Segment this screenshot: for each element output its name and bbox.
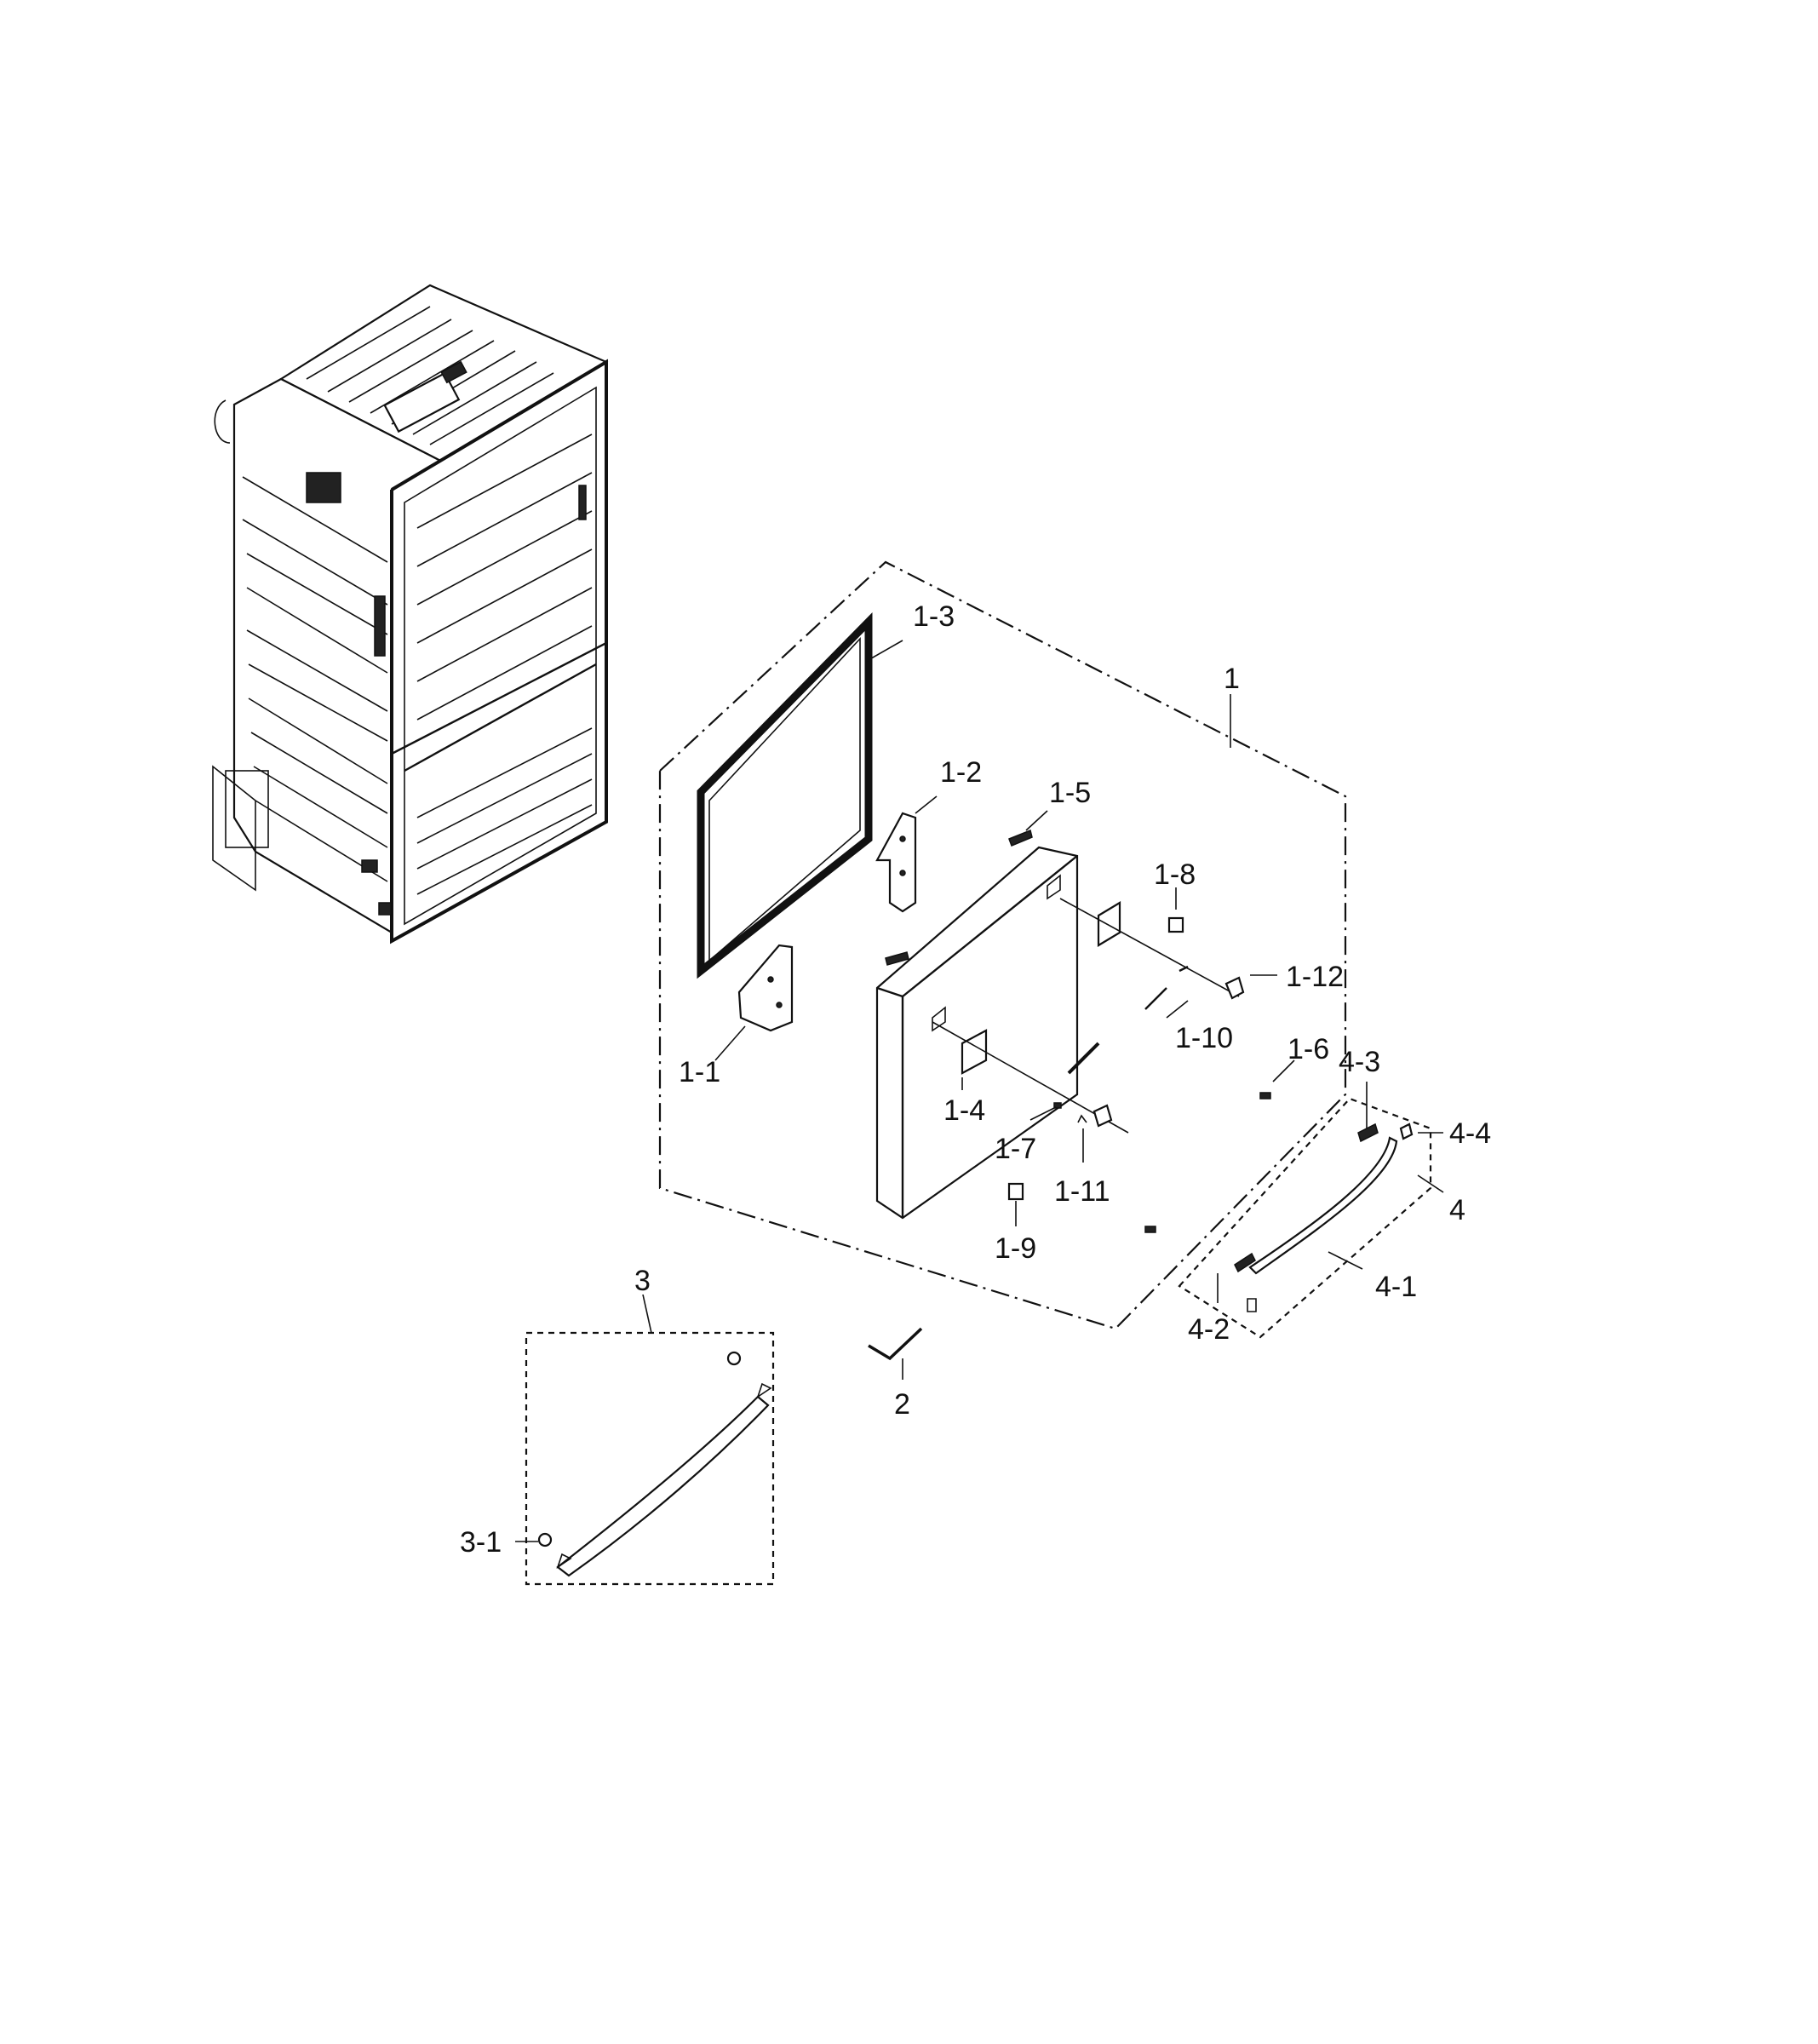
gasket-part-1-3 — [697, 612, 873, 979]
rod-part — [1067, 1042, 1100, 1075]
callout-4-1: 4-1 — [1375, 1271, 1417, 1303]
bracket-part-1-1 — [737, 944, 794, 1032]
cap-part-4-3 — [1357, 1122, 1379, 1143]
leader-lines — [515, 640, 1444, 1542]
callout-1-12: 1-12 — [1286, 961, 1344, 993]
callout-2: 2 — [894, 1388, 910, 1421]
assembly-1-boundary — [658, 560, 1347, 1330]
callout-1-5: 1-5 — [1049, 777, 1091, 809]
callout-1-11: 1-11 — [1054, 1175, 1110, 1208]
callout-1-3: 1-3 — [913, 600, 955, 633]
cap-part-4-2 — [1234, 1252, 1257, 1312]
bracket-part-1-2 — [875, 812, 917, 913]
callout-1-8: 1-8 — [1154, 858, 1196, 891]
hinge-part-1-5 — [1008, 829, 1033, 847]
screw-part-bottom — [1144, 1226, 1156, 1233]
pin-part-1-10 — [1144, 965, 1189, 1010]
callout-3: 3 — [634, 1265, 651, 1297]
hinge-part-left — [885, 951, 909, 966]
screw-part-3-1-top — [726, 1351, 742, 1366]
handle-part-3 — [556, 1382, 772, 1577]
assembly-4-boundary — [1178, 1097, 1432, 1339]
callout-1-10: 1-10 — [1175, 1022, 1233, 1054]
callout-4-2: 4-2 — [1188, 1313, 1230, 1346]
callout-1-6: 1-6 — [1288, 1033, 1329, 1065]
cap-part-1-9 — [1007, 1182, 1024, 1201]
callout-1-1: 1-1 — [679, 1056, 720, 1088]
clip-part-1-11 — [1077, 1104, 1113, 1128]
callout-1: 1 — [1224, 663, 1240, 695]
callout-1-4: 1-4 — [943, 1094, 985, 1127]
callout-4-4: 4-4 — [1449, 1117, 1491, 1150]
door-panel — [875, 846, 1079, 1220]
clip-part-4-4 — [1399, 1122, 1414, 1140]
assembly-3-boundary — [525, 1331, 775, 1586]
refrigerator-cabinet — [212, 284, 609, 944]
key-part-2 — [868, 1327, 923, 1361]
handle-part-4-1 — [1248, 1136, 1398, 1275]
clip-part-1-12 — [1224, 976, 1245, 1000]
cap-part-1-8 — [1167, 916, 1184, 933]
callout-1-9: 1-9 — [995, 1232, 1036, 1265]
callout-4-3: 4-3 — [1339, 1046, 1380, 1078]
callout-3-1: 3-1 — [460, 1526, 502, 1559]
callout-1-2: 1-2 — [940, 756, 982, 789]
callout-4: 4 — [1449, 1194, 1465, 1226]
callout-1-7: 1-7 — [995, 1133, 1036, 1165]
screw-part-3-1-bottom — [537, 1532, 553, 1547]
screw-part-1-6 — [1259, 1092, 1271, 1100]
plate-part-upper — [1059, 898, 1240, 997]
screw-part-1-7 — [1053, 1102, 1062, 1109]
